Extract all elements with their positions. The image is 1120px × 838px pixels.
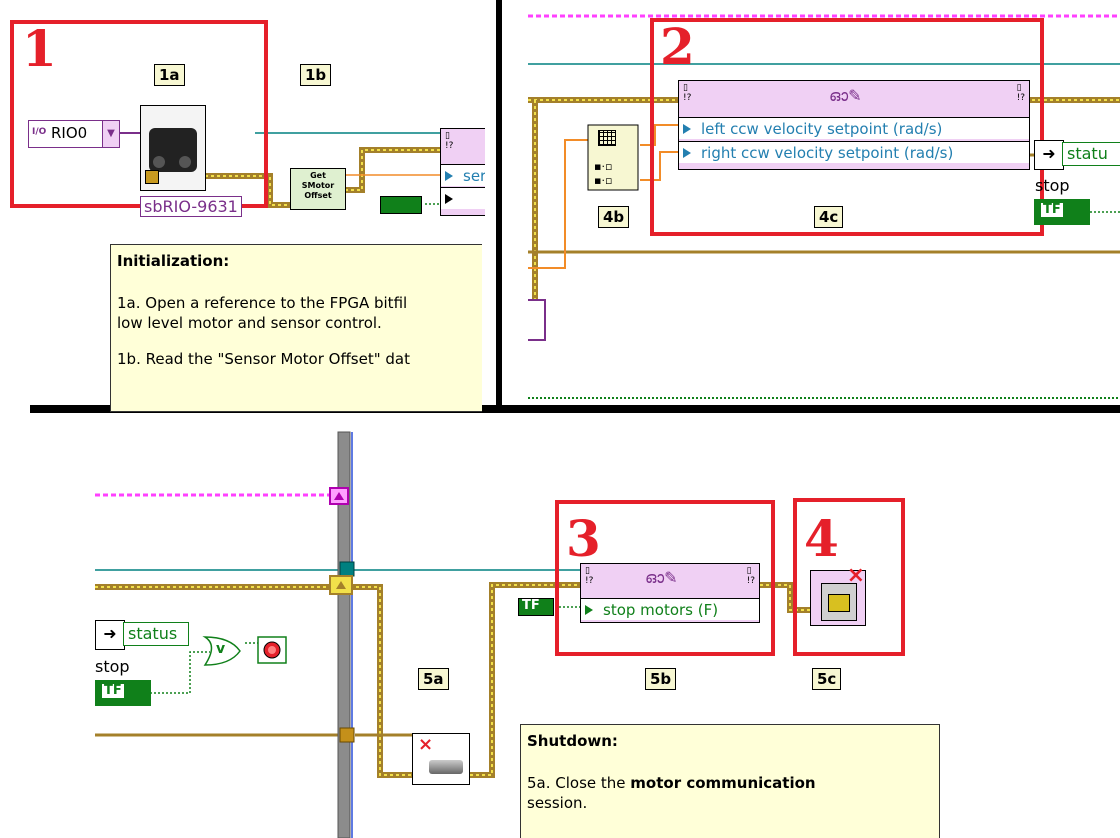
glasses-pencil-icon: ഓ✎ (829, 86, 862, 105)
prop-stop-motors[interactable]: stop motors (F) (603, 601, 719, 619)
label-5c: 5c (812, 668, 842, 690)
divider-horizontal (30, 405, 1120, 413)
stop-control-bottom[interactable]: TF (95, 680, 151, 706)
label-4b: 4b (598, 206, 630, 228)
stop-control-top[interactable]: TF (1034, 199, 1090, 225)
close-x-icon: × (846, 563, 865, 588)
stop-label-bottom: stop (95, 657, 130, 676)
label-4c: 4c (814, 206, 844, 228)
property-node-partial[interactable]: ▯!? ser (440, 128, 485, 216)
highlight-box-4 (793, 498, 905, 656)
prop-left-velocity[interactable]: left ccw velocity setpoint (rad/s) (701, 120, 943, 138)
prop-right-velocity[interactable]: right ccw velocity setpoint (rad/s) (701, 144, 954, 162)
highlight-number-3: 3 (566, 509, 601, 568)
dropdown-arrow-icon[interactable]: ▼ (102, 121, 119, 147)
bundle-grid-icon (598, 130, 616, 146)
close-fpga-reference-node[interactable]: × (810, 563, 866, 626)
rio-resource-control[interactable]: I/O RIO0 ▼ (28, 120, 120, 148)
bundle-inputs: ▪·▫▪·▫ (594, 160, 613, 187)
label-1b: 1b (300, 64, 332, 86)
glasses-pencil-icon: ഓ✎ (645, 568, 678, 587)
error-wire-5a (350, 584, 412, 778)
rio-resource-value: RIO0 (51, 124, 88, 142)
fpga-chip-icon (145, 170, 159, 184)
highlight-number-4: 4 (804, 509, 839, 568)
cable-icon (429, 760, 463, 774)
io-prefix-icon: I/O (32, 127, 47, 137)
error-wire-1b (345, 147, 440, 193)
highlight-box-2 (650, 18, 1044, 236)
highlight-number-2: 2 (660, 17, 695, 76)
close-session-node[interactable]: × (412, 733, 470, 785)
label-5b: 5b (645, 668, 677, 690)
velocity-property-node[interactable]: ▯!? ▯!? ഓ✎ left ccw velocity setpoint (r… (678, 80, 1030, 170)
prop-partial-label: ser (463, 167, 485, 185)
target-label: sbRIO-9631 (140, 196, 242, 217)
highlight-box-1 (10, 20, 268, 208)
or-symbol: v (216, 641, 226, 657)
open-fpga-reference-node[interactable] (140, 105, 206, 191)
highlight-number-1: 1 (22, 19, 57, 78)
status-arrow-icon-bottom: ➜ (95, 620, 125, 650)
status-indicator-partial: statu (1062, 142, 1120, 166)
initialization-comment: Initialization: 1a. Open a reference to … (110, 244, 482, 412)
highlight-box-3 (555, 500, 775, 656)
divider-vertical-top (496, 0, 502, 412)
label-1a: 1a (154, 64, 185, 86)
boolean-constant-tf[interactable] (380, 196, 422, 214)
or-gate (202, 636, 241, 666)
shutdown-comment: Shutdown: 5a. Close the motor communicat… (520, 724, 940, 838)
stop-label-top: stop (1035, 176, 1070, 195)
robot-icon (149, 128, 197, 172)
status-indicator: status (123, 622, 189, 646)
close-x-icon: × (418, 734, 434, 755)
label-5a: 5a (418, 668, 449, 690)
get-smotor-offset-subvi[interactable]: Get SMotor Offset (290, 168, 346, 210)
false-constant[interactable]: TF (518, 598, 554, 616)
fpga-doc-icon (821, 583, 857, 621)
stop-motors-property-node[interactable]: ▯!? ▯!? ഓ✎ stop motors (F) (580, 563, 760, 623)
status-arrow-icon: ➜ (1034, 140, 1064, 170)
